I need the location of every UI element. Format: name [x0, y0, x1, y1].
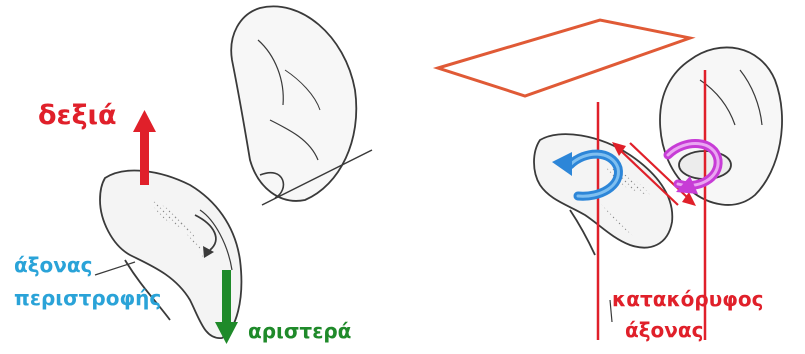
label-left: αριστερά: [248, 321, 351, 341]
label-rotation-axis-line2: περιστροφής: [14, 288, 161, 308]
axis-pointer-line: [95, 262, 135, 275]
horizontal-plane: [438, 20, 690, 96]
label-rotation-axis-line1: άξονας: [14, 255, 93, 275]
label-vertical-axis-line1: κατακόρυφος: [612, 289, 763, 309]
label-right: δεξιά: [38, 102, 117, 129]
left-hip-bone: [100, 171, 241, 339]
label-vertical-axis-line2: άξονας: [625, 320, 704, 340]
left-scapula: [231, 6, 356, 201]
